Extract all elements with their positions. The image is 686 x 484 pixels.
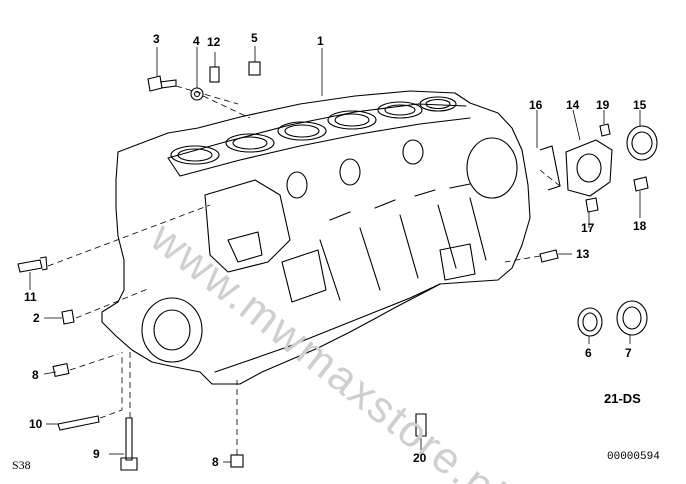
engine-block-outline [101, 90, 531, 385]
diagram-code: 21-DS [604, 391, 641, 406]
part-seal-6 [577, 307, 603, 337]
part-bolt-19 [599, 123, 611, 137]
callout-16: 16 [529, 98, 543, 112]
part-bolt-9 [120, 417, 138, 471]
cylinder-bore-6 [419, 96, 457, 112]
callout-6: 6 [585, 346, 592, 360]
callout-14: 14 [566, 98, 580, 112]
part-gasket-16 [539, 145, 561, 191]
part-pin-13 [539, 249, 559, 263]
callout-2: 2 [33, 311, 40, 325]
part-washer-4 [190, 87, 204, 101]
cylinder-bore-2 [225, 133, 275, 153]
pump-housing [141, 297, 203, 363]
cylinder-bore-1 [170, 145, 220, 165]
callout-9: 9 [93, 447, 100, 461]
callout-5: 5 [251, 31, 258, 45]
callout-8: 8 [32, 368, 39, 382]
callout-11: 11 [24, 290, 37, 304]
part-dowel-8a [52, 363, 70, 377]
callout-17: 17 [581, 221, 595, 235]
part-cover-14 [565, 139, 613, 197]
callout-13: 13 [576, 247, 590, 261]
diagram-number: 00000594 [607, 451, 660, 463]
part-seal-15 [626, 125, 658, 161]
part-dowel-5 [248, 61, 261, 76]
callout-19: 19 [596, 98, 610, 112]
part-seal-7 [616, 300, 648, 336]
corner-code: S38 [12, 458, 31, 472]
cylinder-bore-5 [377, 101, 423, 119]
part-plug-2 [61, 309, 75, 325]
callout-1: 1 [317, 34, 324, 48]
part-bolt-3 [147, 75, 177, 92]
callout-12: 12 [207, 35, 221, 49]
part-pin-10 [57, 415, 100, 431]
part-dowel-8b [230, 454, 244, 468]
part-sleeve-20 [415, 413, 427, 437]
callout-18: 18 [633, 219, 647, 233]
callout-10: 10 [29, 417, 43, 431]
cylinder-bore-4 [327, 110, 377, 130]
callout-4: 4 [193, 34, 200, 48]
callout-7: 7 [625, 346, 632, 360]
part-stud-11 [17, 256, 48, 273]
part-sleeve-12 [209, 66, 220, 83]
part-bolt-17 [585, 197, 599, 213]
callout-3: 3 [153, 32, 160, 46]
part-bolt-18 [633, 176, 649, 192]
callout-20: 20 [413, 451, 427, 465]
deck-front-edge [167, 117, 471, 177]
rear-flange [466, 137, 518, 199]
callout-8-lower: 8 [212, 455, 219, 469]
cylinder-bore-3 [277, 121, 327, 141]
callout-15: 15 [633, 98, 647, 112]
